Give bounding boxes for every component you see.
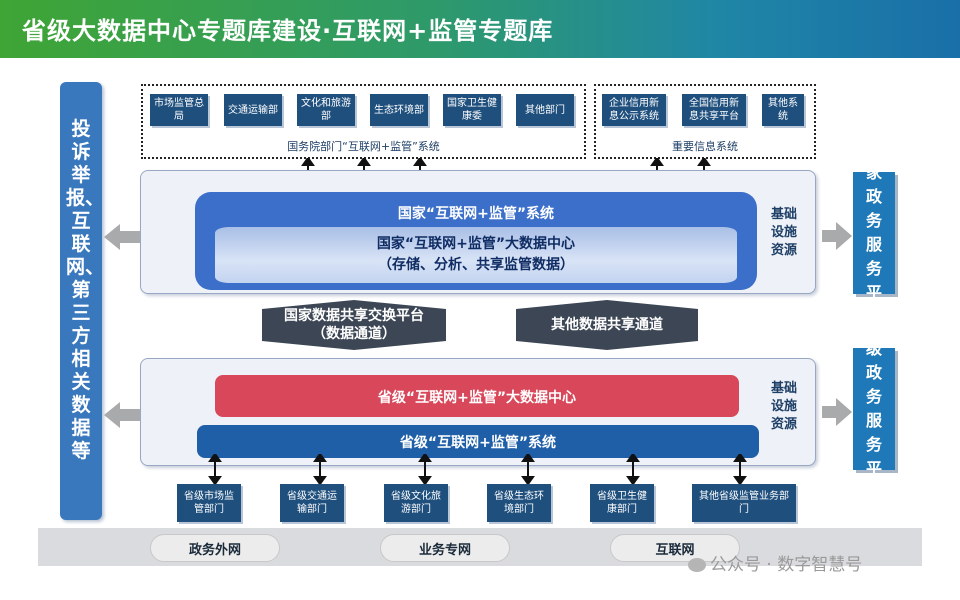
provincial-system-title: 省级“互联网+监管”系统: [399, 435, 557, 451]
other-sharing-channel: 其他数据共享通道: [516, 300, 698, 350]
prov-dept-transport: 省级交通运输部门: [280, 484, 344, 522]
wechat-icon: [688, 558, 706, 572]
national-center-subtitle: （存储、分析、共享监管数据）: [378, 257, 574, 273]
network-cloud-business-net: 业务专网: [380, 534, 510, 562]
right-arrow-bottom-icon: [822, 398, 852, 426]
prov-dept-health: 省级卫生健康部门: [590, 484, 654, 522]
prov-dept-other: 其他省级监管业务部门: [692, 484, 796, 522]
watermark: 公众号 · 数字智慧号: [688, 550, 862, 575]
left-data-source-bar: [60, 82, 102, 520]
dept-health-commission: 国家卫生健康委: [443, 94, 501, 126]
prov-dept-ecology-environment: 省级生态环境部门: [487, 484, 551, 522]
provincial-system: [197, 425, 759, 458]
provincial-infra-label: 基础设施资源: [770, 381, 797, 432]
prov-dept-market-regulation: 省级市场监管部门: [177, 484, 241, 522]
connector-arrows-bottom: [208, 454, 747, 484]
page-title: 省级大数据中心专题库建设·互联网+监管专题库: [22, 17, 554, 45]
national-center-title: 国家“互联网+监管”大数据中心: [376, 236, 576, 252]
national-exchange-platform: 国家数据共享交换平台（数据通道）: [262, 300, 446, 350]
dept-market-regulation: 市场监管总局: [150, 94, 208, 126]
dept-other: 其他部门: [516, 94, 574, 126]
provincial-service-platform: 省级政务服务平台: [853, 315, 895, 502]
header-banner: [0, 0, 960, 58]
dept-ecology-environment: 生态环境部: [370, 94, 428, 126]
national-system-title: 国家“互联网+监管”系统: [397, 206, 555, 222]
system-enterprise-credit: 企业信用新息公示系统: [602, 94, 666, 126]
provincial-center-title: 省级“互联网+监管”大数据中心: [377, 390, 577, 406]
dept-transport: 交通运输部: [224, 94, 282, 126]
national-big-data-center: [215, 227, 737, 283]
national-service-platform: 国家政务服务平台: [853, 139, 895, 326]
prov-dept-culture-tourism: 省级文化旅游部门: [384, 484, 448, 522]
watermark-text: 公众号 · 数字智慧号: [710, 555, 863, 575]
network-cloud-internet: 互联网: [610, 534, 740, 562]
info-systems-caption: 重要信息系统: [672, 140, 738, 153]
system-national-credit-sharing: 全国信用新息共享平台: [682, 94, 746, 126]
national-depts-caption: 国务院部门“互联网+监管”系统: [287, 140, 440, 153]
right-arrow-top-icon: [822, 222, 852, 250]
system-other: 其他系统: [762, 94, 804, 126]
dept-culture-tourism: 文化和旅游部: [297, 94, 355, 126]
network-cloud-gov-extranet: 政务外网: [150, 534, 280, 562]
national-infra-label: 基础设施资源: [770, 207, 797, 258]
provincial-big-data-center: [215, 375, 739, 417]
left-data-source-text: 投诉举报、互联网、第三方相关数据等: [66, 118, 105, 462]
